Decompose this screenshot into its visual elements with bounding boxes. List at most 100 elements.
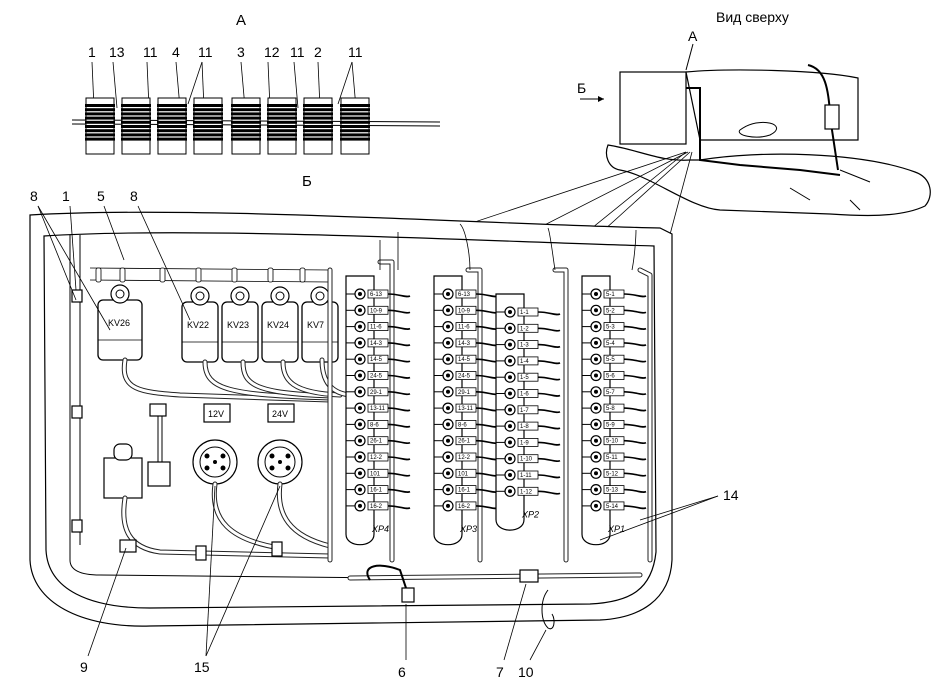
rail-slot [195, 267, 202, 283]
terminal-label: 1-7 [520, 408, 529, 414]
top-view-body [685, 69, 859, 141]
rail-slot [95, 267, 102, 283]
socket-12v-plate [203, 403, 231, 423]
terminal-label: 26-1 [370, 439, 383, 445]
view-a-leader [112, 61, 118, 109]
view-a-terminal [267, 97, 297, 155]
clip-3 [71, 519, 83, 533]
view-a-label: 3 [237, 44, 245, 60]
callout-leader [205, 485, 216, 657]
terminal-block-xp3: 6-1310-911-614-314-524-529-113-118-626-1… [433, 275, 499, 546]
fuse-wires [157, 408, 163, 462]
terminal-label: 5-4 [606, 341, 615, 347]
terminal-label: 11-6 [370, 325, 382, 331]
bottom-clip [119, 539, 137, 553]
terminal-label: 1-1 [520, 310, 529, 316]
socket-12v-label: 12V [208, 409, 224, 419]
terminal-label: 16-2 [458, 504, 471, 510]
view-a-label: 2 [314, 44, 322, 60]
callout-leader [137, 205, 191, 321]
terminal-label: 5-2 [606, 308, 615, 314]
connector-7 [519, 569, 539, 583]
hook-10 [541, 589, 555, 630]
relay-kv24: KV24 [261, 286, 299, 363]
callout-leader [69, 205, 77, 291]
terminal-label: 1-8 [520, 424, 529, 430]
terminal-label: 6-13 [370, 292, 383, 298]
view-a-leader [293, 61, 299, 109]
fuse-holder [147, 461, 171, 487]
terminal-label: 101 [458, 471, 469, 477]
callout-8: 8 [30, 188, 38, 204]
terminal-label: 5-5 [606, 357, 615, 363]
terminal-label: 1-12 [520, 489, 533, 495]
terminal-label: 10-9 [370, 308, 383, 314]
socket-clip-1 [195, 545, 207, 561]
terminal-block-xp1: 5-15-25-35-45-55-65-75-85-95-105-115-125… [581, 275, 647, 546]
connector-label: XP2 [521, 510, 539, 520]
view-a-label: 12 [264, 44, 280, 60]
callout-leader [37, 205, 77, 301]
fuse-clip [149, 403, 167, 417]
callout-leader [205, 485, 281, 657]
terminal-label: 24-5 [370, 374, 383, 380]
harness-channel [327, 223, 653, 630]
view-a-label: 4 [172, 44, 180, 60]
view-a-terminal [157, 97, 187, 155]
terminal-label: 5-3 [606, 325, 615, 331]
callout-14: 14 [723, 487, 739, 503]
mount-rail [89, 267, 331, 283]
callout-leader [529, 629, 547, 661]
harness-loop-6 [366, 564, 411, 601]
view-a-label: 11 [348, 44, 363, 60]
relay-harness [121, 357, 353, 403]
terminal-label: 1-9 [520, 440, 529, 446]
clip-2 [71, 405, 83, 419]
left-channel [69, 235, 391, 579]
terminal-label: 14-3 [370, 341, 383, 347]
view-a-label: 11 [198, 44, 213, 60]
view-b-title: Б [302, 173, 312, 190]
terminal-label: 5-11 [606, 455, 618, 461]
top-view-wires [789, 169, 871, 211]
view-a-terminals [85, 97, 370, 155]
view-a-label: 11 [290, 44, 305, 60]
terminal-label: 1-3 [520, 343, 529, 349]
arrow-a-label: А [688, 28, 698, 44]
terminal-label: 5-14 [606, 504, 619, 510]
relay-label: KV7 [307, 320, 324, 330]
top-view-harness [686, 87, 841, 176]
terminal-block-xp2: 1-11-21-31-41-51-61-71-81-91-101-111-12X… [495, 293, 561, 531]
terminal-label: 12-2 [370, 455, 383, 461]
terminal-label: 1-4 [520, 359, 529, 365]
view-a-terminal [303, 97, 333, 155]
terminal-label: 10-9 [458, 308, 471, 314]
terminal-label: 101 [370, 471, 381, 477]
arrow-b-label: Б [577, 80, 586, 96]
terminal-label: 13-11 [458, 406, 474, 412]
view-a-leader [337, 61, 353, 105]
view-a-terminal [340, 97, 370, 155]
top-view-title: Вид сверху [716, 9, 789, 25]
callout-leader [87, 547, 127, 657]
terminal-label: 1-11 [520, 473, 532, 479]
callout-8: 8 [130, 188, 138, 204]
top-cable-exits [379, 223, 637, 271]
terminal-label: 29-1 [458, 390, 471, 396]
terminal-label: 11-6 [458, 325, 470, 331]
terminal-label: 24-5 [458, 374, 471, 380]
relay-label: KV26 [108, 318, 130, 328]
top-view-block [619, 71, 687, 145]
terminal-label: 12-2 [458, 455, 471, 461]
rail-slot [267, 267, 274, 283]
callout-9: 9 [80, 659, 88, 675]
terminal-label: 8-6 [370, 422, 379, 428]
terminal-label: 1-6 [520, 392, 529, 398]
top-view-detail: Вид сверху А Б [577, 9, 931, 217]
connector-label: XP4 [371, 524, 389, 534]
top-view-connector [824, 104, 840, 130]
callout-leader [37, 205, 111, 331]
